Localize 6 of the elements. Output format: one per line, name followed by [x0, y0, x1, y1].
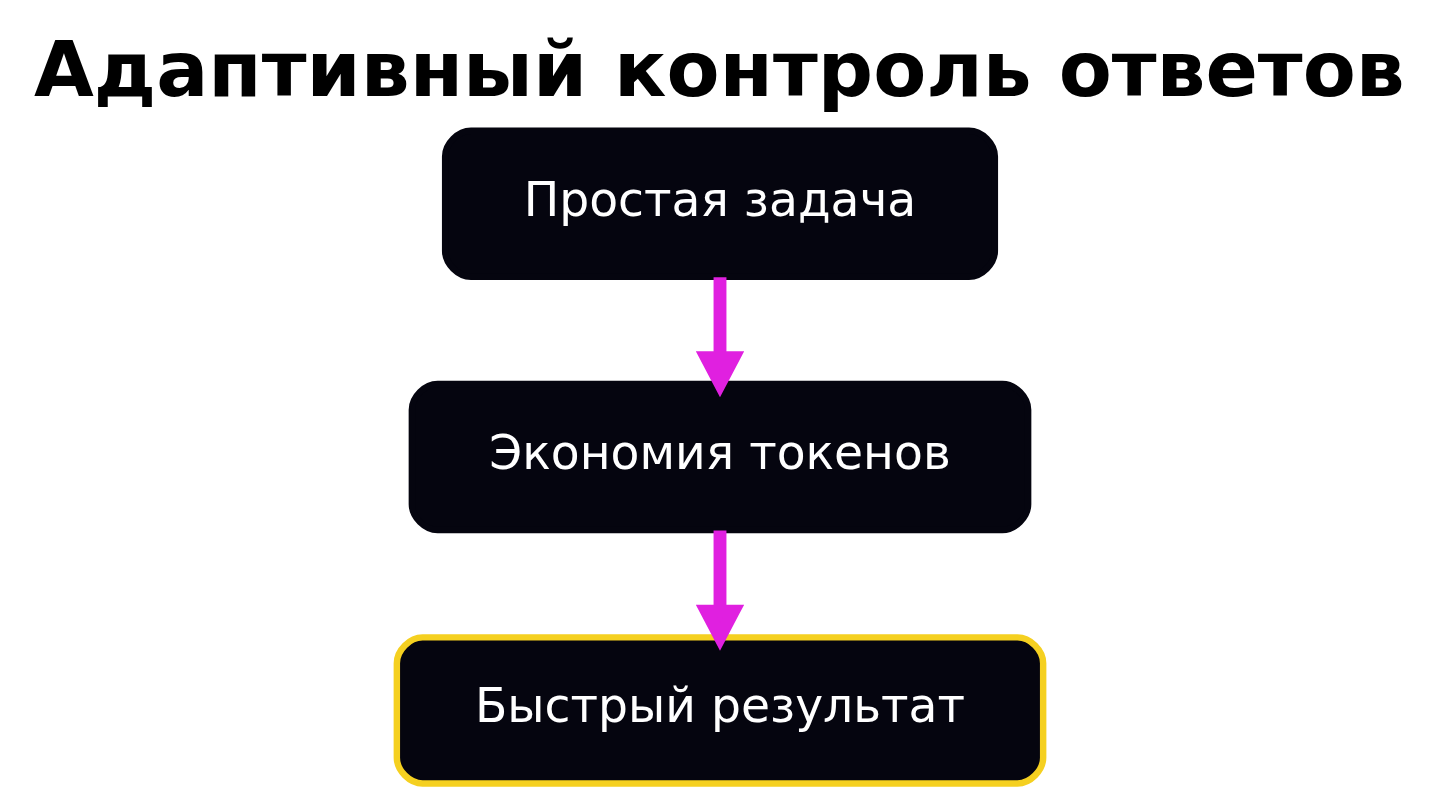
node-box: Экономия токенов — [408, 380, 1032, 533]
diagram-title: Адаптивный контроль ответов — [33, 23, 1405, 114]
node-box: Простая задача — [441, 126, 999, 280]
arrow — [695, 276, 745, 397]
arrow — [695, 530, 745, 651]
node-box: Быстрый результат — [393, 633, 1047, 787]
